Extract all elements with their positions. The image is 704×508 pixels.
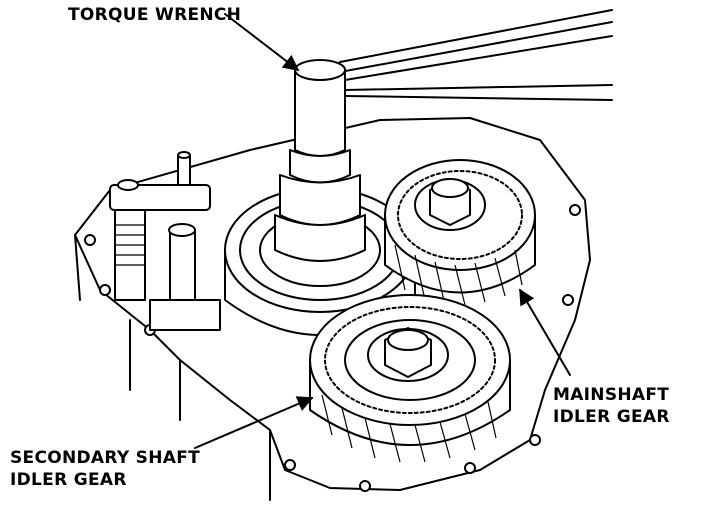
secondary-label-line2: IDLER GEAR [10,470,127,490]
mainshaft-label-line1: MAINSHAFT [553,385,670,405]
torque-wrench-tool [274,9,613,262]
mainshaft-label-line2: IDLER GEAR [553,407,670,427]
secondary-shaft-gear [309,294,511,463]
mainshaft-idler-gear-label: MAINSHAFT IDLER GEAR [553,384,670,428]
secondary-leader-icon [194,396,314,449]
secondary-shaft-idler-gear-label: SECONDARY SHAFT IDLER GEAR [10,447,200,491]
secondary-label-line1: SECONDARY SHAFT [10,448,201,468]
torque-wrench-label: TORQUE WRENCH [68,5,242,25]
mainshaft-leader-icon [519,288,571,376]
torque-wrench-leader-icon [224,13,300,71]
mainshaft-gear [384,159,536,306]
shift-mechanism [109,151,221,331]
